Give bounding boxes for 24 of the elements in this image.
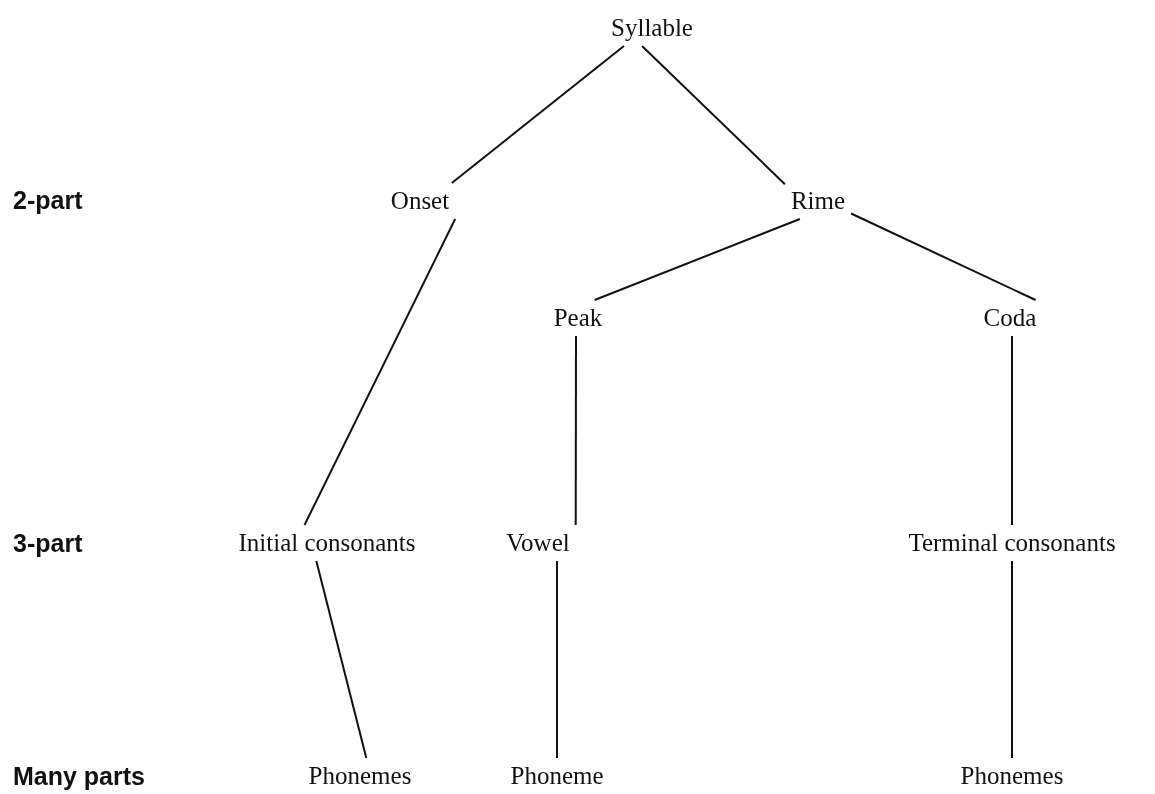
tree-line (850, 212, 1037, 301)
tree-line (574, 335, 577, 526)
level-label: 2-part (13, 185, 83, 215)
tree-line (303, 218, 457, 526)
tree-line (556, 560, 558, 759)
node-label: Initial consonants (232, 525, 422, 561)
node-label: Terminal consonants (902, 525, 1122, 561)
tree-line (1011, 560, 1013, 759)
level-label: Many parts (13, 761, 145, 791)
tree-line (1011, 335, 1013, 526)
tree-line (450, 45, 625, 184)
level-label: 3-part (13, 528, 83, 558)
node-label: Rime (784, 183, 852, 219)
tree-line (641, 45, 786, 186)
tree-line (593, 218, 801, 301)
tree-line (315, 560, 368, 759)
node-label: Phonemes (954, 758, 1070, 794)
node-label: Onset (384, 183, 456, 219)
node-label: Phonemes (302, 758, 418, 794)
node-label: Phoneme (504, 758, 610, 794)
node-label: Vowel (500, 525, 576, 561)
node-label: Peak (547, 300, 609, 336)
node-label: Coda (977, 300, 1043, 336)
node-label: Syllable (605, 10, 699, 46)
